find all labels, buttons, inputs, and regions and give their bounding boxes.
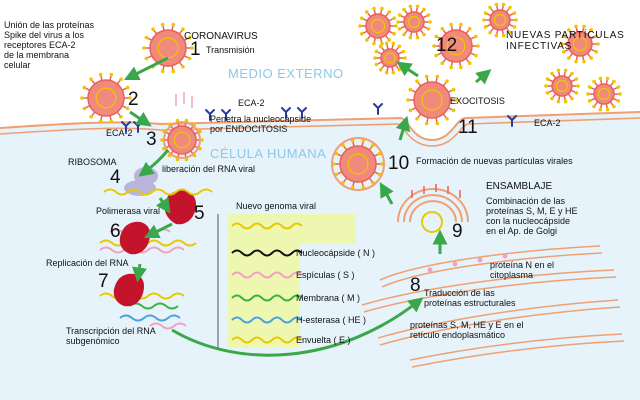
legend-label-nucleocapsid: Nucleocápside ( N ) (296, 248, 376, 258)
golgi-nucleocapsid (421, 211, 443, 233)
cell-body (0, 112, 640, 400)
virus-particle (396, 4, 432, 40)
step-6: 6 (110, 221, 121, 242)
eca2-receptor (121, 121, 131, 133)
virus-particle (482, 2, 518, 38)
ribosome-label: RIBOSOMA (68, 157, 117, 167)
exocytosis-label: EXOCITOSIS (450, 96, 505, 106)
step-12: 12 (436, 35, 458, 56)
virus-particle (432, 22, 480, 70)
legend-wave (231, 336, 303, 344)
virus-particle (358, 6, 398, 46)
step-11: 11 (458, 117, 478, 138)
legend-wave (231, 271, 303, 279)
eca2-receptor (281, 107, 291, 119)
new-particles-label: NUEVAS PARTÍCULAS INFECTIVAS (506, 30, 625, 52)
external-medium-label: MEDIO EXTERNO (228, 66, 344, 81)
entry-spikes (175, 92, 193, 108)
assembly-label: ENSAMBLAJE (486, 181, 553, 192)
legend-label-envelope: Envuelta ( E ) (296, 335, 351, 345)
union-label: Unión de las proteínas Spike del virus a… (4, 20, 95, 70)
step-3: 3 (146, 129, 157, 150)
released-rna (103, 188, 213, 196)
rna-release-label: liberación del RNA viral (162, 164, 256, 174)
step-5: 5 (194, 203, 205, 224)
genome-box (228, 214, 356, 348)
virus-particle (80, 72, 132, 124)
legend-waves (231, 222, 303, 344)
legend-wave (231, 316, 303, 324)
legend-label-hesterase: H-esterasa ( HE ) (296, 315, 367, 325)
virus-particle (544, 68, 580, 104)
endoplasmic-reticulum (361, 245, 625, 368)
step-10: 10 (388, 153, 410, 174)
eca2-receptor (221, 109, 231, 121)
replication-label: Replicación del RNA (46, 258, 129, 268)
virus-particle (142, 22, 194, 74)
golgi-apparatus (397, 188, 469, 223)
transmission-label: Transmisión (206, 45, 255, 55)
coronavirus-label: CORONAVIRUS (184, 31, 258, 42)
virus-particle (406, 74, 458, 126)
transcription-label: Transcripción del RNA subgenómico (66, 326, 156, 346)
endocytosis-vesicle (163, 121, 201, 159)
eca2-receptor (297, 107, 307, 119)
combination-label: Combinación de las proteínas S, M, E y H… (486, 196, 578, 236)
eca2-top-label: ECA-2 (238, 98, 265, 108)
eca2-receptor (373, 103, 383, 115)
exit-vesicle (331, 137, 385, 191)
formation-label: Formación de nuevas partículas virales (416, 156, 573, 166)
eca2-receptor (205, 109, 215, 121)
step-4: 4 (110, 167, 121, 188)
er-proteins-label: proteínas S, M, HE y E en el retículo en… (410, 320, 524, 340)
virus-particle (586, 76, 622, 112)
golgi-spike-particles (411, 184, 461, 198)
virus-particle (332, 138, 384, 190)
virus-particles (80, 2, 622, 190)
new-genome-label: Nuevo genoma viral (236, 201, 317, 211)
process-arrows (123, 56, 492, 357)
step-9: 9 (452, 221, 463, 242)
eca2-left-label: ECA-2 (106, 128, 133, 138)
endocytosis-label: Penetra la nucleocápside por ENDOCITOSIS (210, 114, 312, 134)
eca2-receptor (507, 115, 517, 127)
legend-wave (231, 294, 303, 302)
step-7: 7 (98, 271, 109, 292)
legend-wave (231, 249, 303, 257)
eca2-right-label: ECA-2 (534, 118, 561, 128)
legend-label-spikes: Espículas ( S ) (296, 270, 355, 280)
step-1: 1 (190, 39, 201, 60)
virus-particle (160, 118, 204, 162)
protein-n-label: proteína N en el citoplasma (490, 260, 555, 280)
virus-particle (373, 41, 407, 75)
eca2-receptors (121, 103, 517, 133)
human-cell-label: CÉLULA HUMANA (210, 146, 327, 161)
legend-label-membrane: Membrana ( M ) (296, 293, 361, 303)
step-2: 2 (128, 89, 139, 110)
translation-label: Traducción de las proteínas estructurale… (424, 288, 516, 308)
legend-wave (231, 222, 303, 230)
er-ribosome-dots (427, 253, 508, 273)
rna-strands (99, 228, 197, 330)
step-8: 8 (410, 275, 421, 296)
virus-particle (560, 24, 600, 64)
polymerase-label: Polimerasa viral (96, 206, 161, 216)
